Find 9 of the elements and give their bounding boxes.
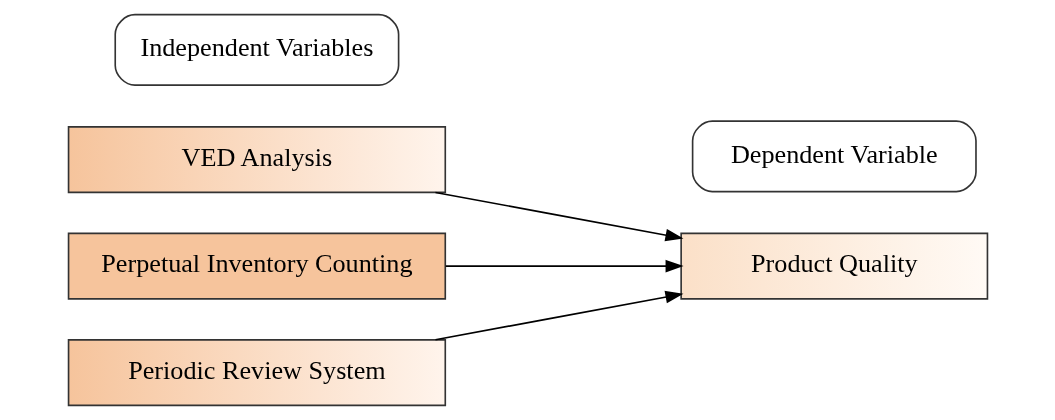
node-box: Perpetual Inventory Counting xyxy=(67,232,446,300)
arrow xyxy=(434,290,683,341)
node-box: Periodic Review System xyxy=(67,339,446,407)
arrow xyxy=(444,259,684,273)
arrow xyxy=(434,191,683,242)
node-box: Independent Variables xyxy=(113,13,399,86)
node-box: VED Analysis xyxy=(67,126,446,194)
node-box: Dependent Variable xyxy=(691,120,977,193)
node-box: Product Quality xyxy=(679,232,988,300)
